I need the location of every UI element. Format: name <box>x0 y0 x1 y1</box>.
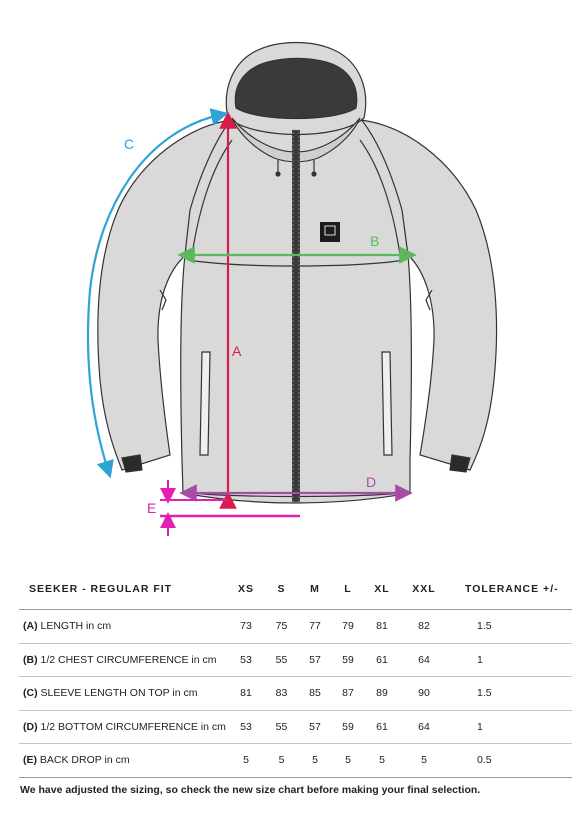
size-chart-table: SEEKER - REGULAR FIT XS S M L XL XXL TOL… <box>19 569 572 778</box>
left-cuff <box>121 454 143 473</box>
table-row: (D) 1/2 BOTTOM CIRCUMFERENCE in cm 53 55… <box>19 710 572 744</box>
sizing-note: We have adjusted the sizing, so check th… <box>20 784 481 796</box>
label-a: A <box>232 343 242 359</box>
label-d: D <box>366 474 376 490</box>
cell-value: 85 <box>299 676 331 711</box>
cell-tolerance: 1.5 <box>449 609 572 644</box>
label-b: B <box>370 233 379 249</box>
cell-value: 79 <box>331 609 365 644</box>
cell-value: 87 <box>331 676 365 711</box>
header-xl: XL <box>365 569 399 610</box>
cell-value: 55 <box>264 710 299 744</box>
center-zipper <box>292 130 300 502</box>
cell-value: 81 <box>365 609 399 644</box>
sleeve-c-arrow <box>86 108 229 479</box>
row-label: (D) 1/2 BOTTOM CIRCUMFERENCE in cm <box>19 710 228 744</box>
cell-value: 83 <box>264 676 299 711</box>
cell-value: 82 <box>399 609 449 644</box>
collar <box>231 117 361 163</box>
header-tolerance: TOLERANCE +/- <box>449 569 572 610</box>
table-header-row: SEEKER - REGULAR FIT XS S M L XL XXL TOL… <box>19 569 572 610</box>
header-xs: XS <box>228 569 264 610</box>
cell-value: 77 <box>299 609 331 644</box>
cell-value: 73 <box>228 609 264 644</box>
header-xxl: XXL <box>399 569 449 610</box>
label-c: C <box>124 136 134 152</box>
header-s: S <box>264 569 299 610</box>
row-label: (B) 1/2 CHEST CIRCUMFERENCE in cm <box>19 643 228 677</box>
cell-value: 5 <box>264 743 299 778</box>
cell-value: 5 <box>365 743 399 778</box>
jacket-measurement-diagram: A B C D E <box>86 41 498 536</box>
cell-value: 64 <box>399 643 449 677</box>
table-row: (B) 1/2 CHEST CIRCUMFERENCE in cm 53 55 … <box>19 643 572 677</box>
cell-value: 89 <box>365 676 399 711</box>
header-m: M <box>299 569 331 610</box>
cell-value: 59 <box>331 643 365 677</box>
cell-value: 55 <box>264 643 299 677</box>
cell-value: 5 <box>228 743 264 778</box>
table-row: (E) BACK DROP in cm 5 5 5 5 5 5 0.5 <box>19 743 572 778</box>
cell-value: 53 <box>228 710 264 744</box>
cell-value: 57 <box>299 710 331 744</box>
table-row: (A) LENGTH in cm 73 75 77 79 81 82 1.5 <box>19 609 572 644</box>
left-pocket <box>199 351 211 456</box>
cell-tolerance: 1 <box>449 643 572 677</box>
cell-value: 57 <box>299 643 331 677</box>
row-label: (E) BACK DROP in cm <box>19 743 228 778</box>
header-l: L <box>331 569 365 610</box>
right-cuff <box>449 454 471 473</box>
cell-tolerance: 1 <box>449 710 572 744</box>
cell-value: 5 <box>399 743 449 778</box>
cell-value: 59 <box>331 710 365 744</box>
label-e: E <box>147 500 156 516</box>
cell-value: 90 <box>399 676 449 711</box>
cell-tolerance: 0.5 <box>449 743 572 778</box>
jacket-drawing <box>97 41 498 504</box>
cell-value: 61 <box>365 643 399 677</box>
cell-value: 64 <box>399 710 449 744</box>
hood-lining <box>234 57 358 120</box>
table-row: (C) SLEEVE LENGTH ON TOP in cm 81 83 85 … <box>19 676 572 711</box>
row-label: (C) SLEEVE LENGTH ON TOP in cm <box>19 676 228 711</box>
cell-value: 5 <box>331 743 365 778</box>
chest-logo <box>320 222 340 242</box>
cell-value: 81 <box>228 676 264 711</box>
header-fit: SEEKER - REGULAR FIT <box>19 569 228 610</box>
cell-tolerance: 1.5 <box>449 676 572 711</box>
cell-value: 5 <box>299 743 331 778</box>
cell-value: 75 <box>264 609 299 644</box>
cell-value: 53 <box>228 643 264 677</box>
right-pocket <box>381 351 393 456</box>
cell-value: 61 <box>365 710 399 744</box>
row-label: (A) LENGTH in cm <box>19 609 228 644</box>
